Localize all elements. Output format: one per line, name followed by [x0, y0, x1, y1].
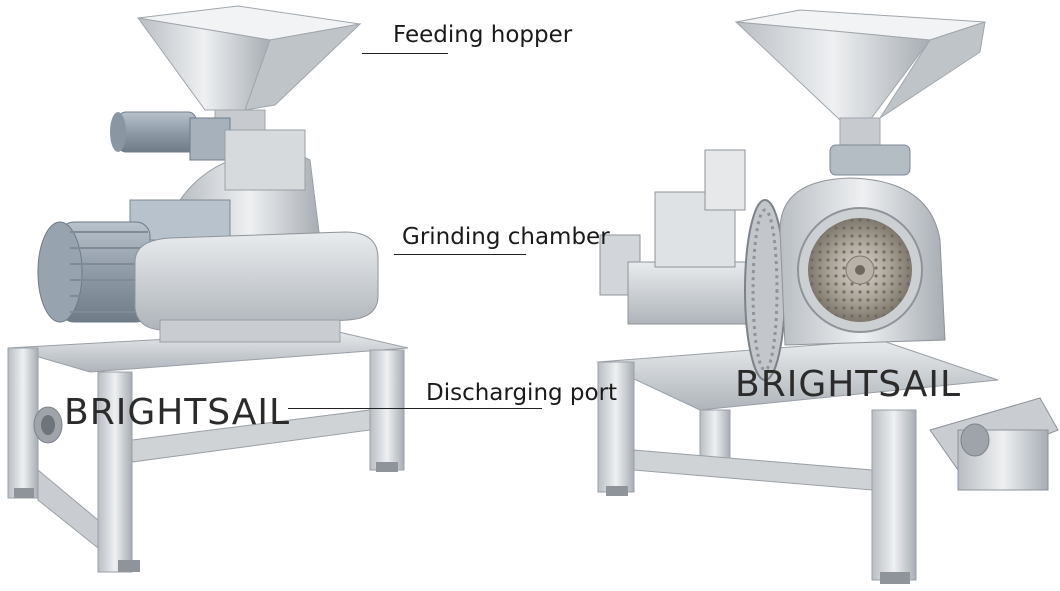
feeding-hopper-leader [362, 53, 448, 54]
right-stand [596, 339, 1059, 584]
grinding-chamber-label: Grinding chamber [402, 224, 610, 250]
left-stand [7, 329, 409, 573]
right-grinding-chamber [779, 177, 946, 346]
right-mill [596, 9, 1059, 584]
grinding-chamber-leader [394, 254, 526, 255]
left-hopper [136, 5, 362, 131]
right-hopper [734, 9, 986, 176]
left-main-motor [37, 221, 151, 323]
right-pulley [744, 199, 786, 381]
feeding-hopper-label: Feeding hopper [393, 22, 573, 48]
brand-watermark-left: BRIGHTSAIL [64, 392, 291, 433]
right-side-motor [599, 149, 749, 325]
left-belt-guard [134, 231, 379, 343]
discharging-port-leader [288, 408, 542, 409]
left-mill [7, 5, 409, 573]
discharging-port-label: Discharging port [426, 380, 618, 406]
left-feed-motor [110, 111, 231, 161]
brand-watermark-right: BRIGHTSAIL [735, 364, 962, 405]
